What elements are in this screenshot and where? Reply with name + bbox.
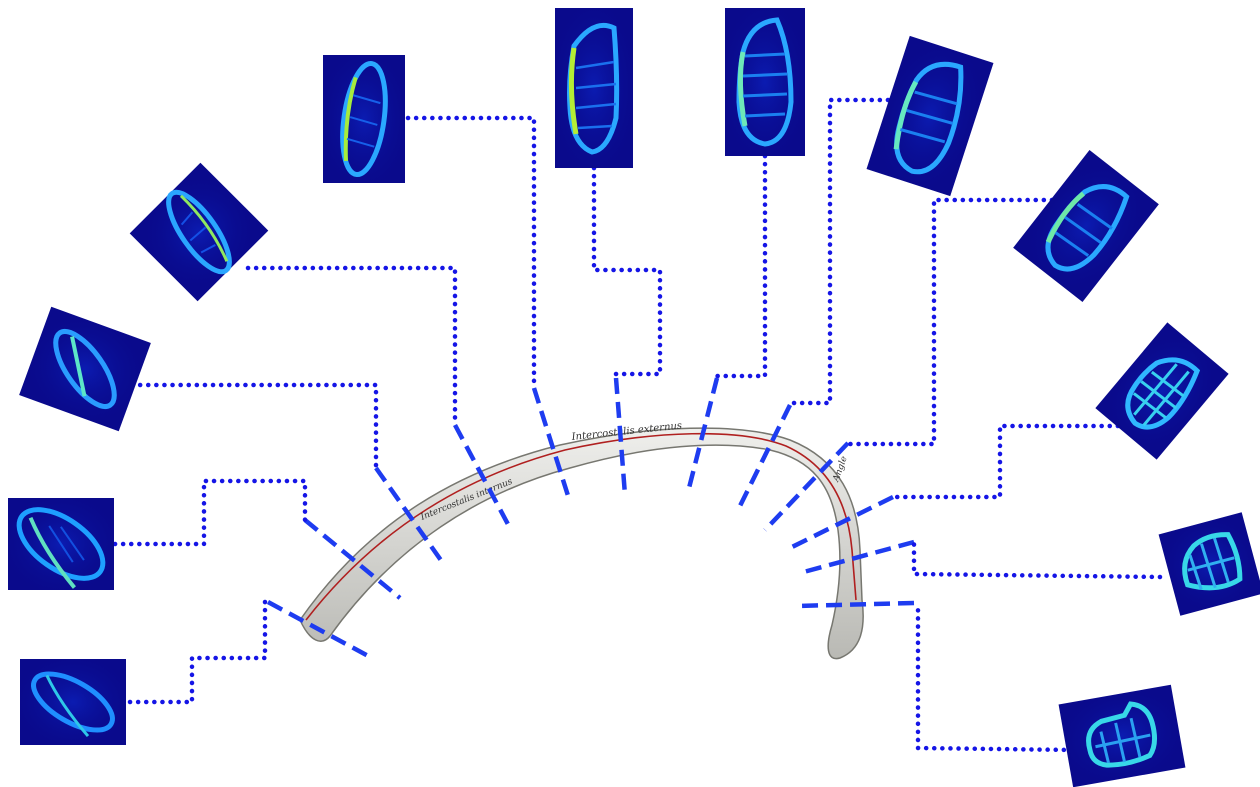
rib-body <box>300 428 863 658</box>
cross-section-4 <box>129 162 269 302</box>
cross-section-2 <box>7 496 114 592</box>
cut-line-8 <box>737 405 790 512</box>
cut-line-12 <box>795 603 914 606</box>
connector-12 <box>918 603 1072 750</box>
cross-section-8 <box>867 36 994 196</box>
cross-section-12 <box>1059 685 1186 787</box>
cross-section-11 <box>1159 512 1260 615</box>
connector-1 <box>130 598 265 702</box>
label-angle: Angle <box>831 455 850 484</box>
cross-section-panels <box>7 8 1260 787</box>
cross-section-6 <box>555 8 633 168</box>
cross-section-7 <box>725 8 805 156</box>
connector-5 <box>408 118 534 388</box>
connector-4 <box>248 268 455 425</box>
connector-3 <box>132 385 376 468</box>
connector-7 <box>717 156 765 376</box>
cross-section-10 <box>1095 322 1228 459</box>
cross-section-1 <box>20 659 126 745</box>
connector-11 <box>914 542 1160 577</box>
connector-10 <box>893 426 1126 497</box>
cross-section-3 <box>19 307 151 432</box>
cut-lines <box>268 378 914 658</box>
connector-6 <box>594 168 660 378</box>
connector-9 <box>848 200 1052 444</box>
connector-2 <box>115 481 305 544</box>
cross-section-5 <box>323 55 405 183</box>
cross-section-9 <box>1013 150 1159 302</box>
rib-bone: Intercostalis externus Intercostalis int… <box>300 420 863 658</box>
